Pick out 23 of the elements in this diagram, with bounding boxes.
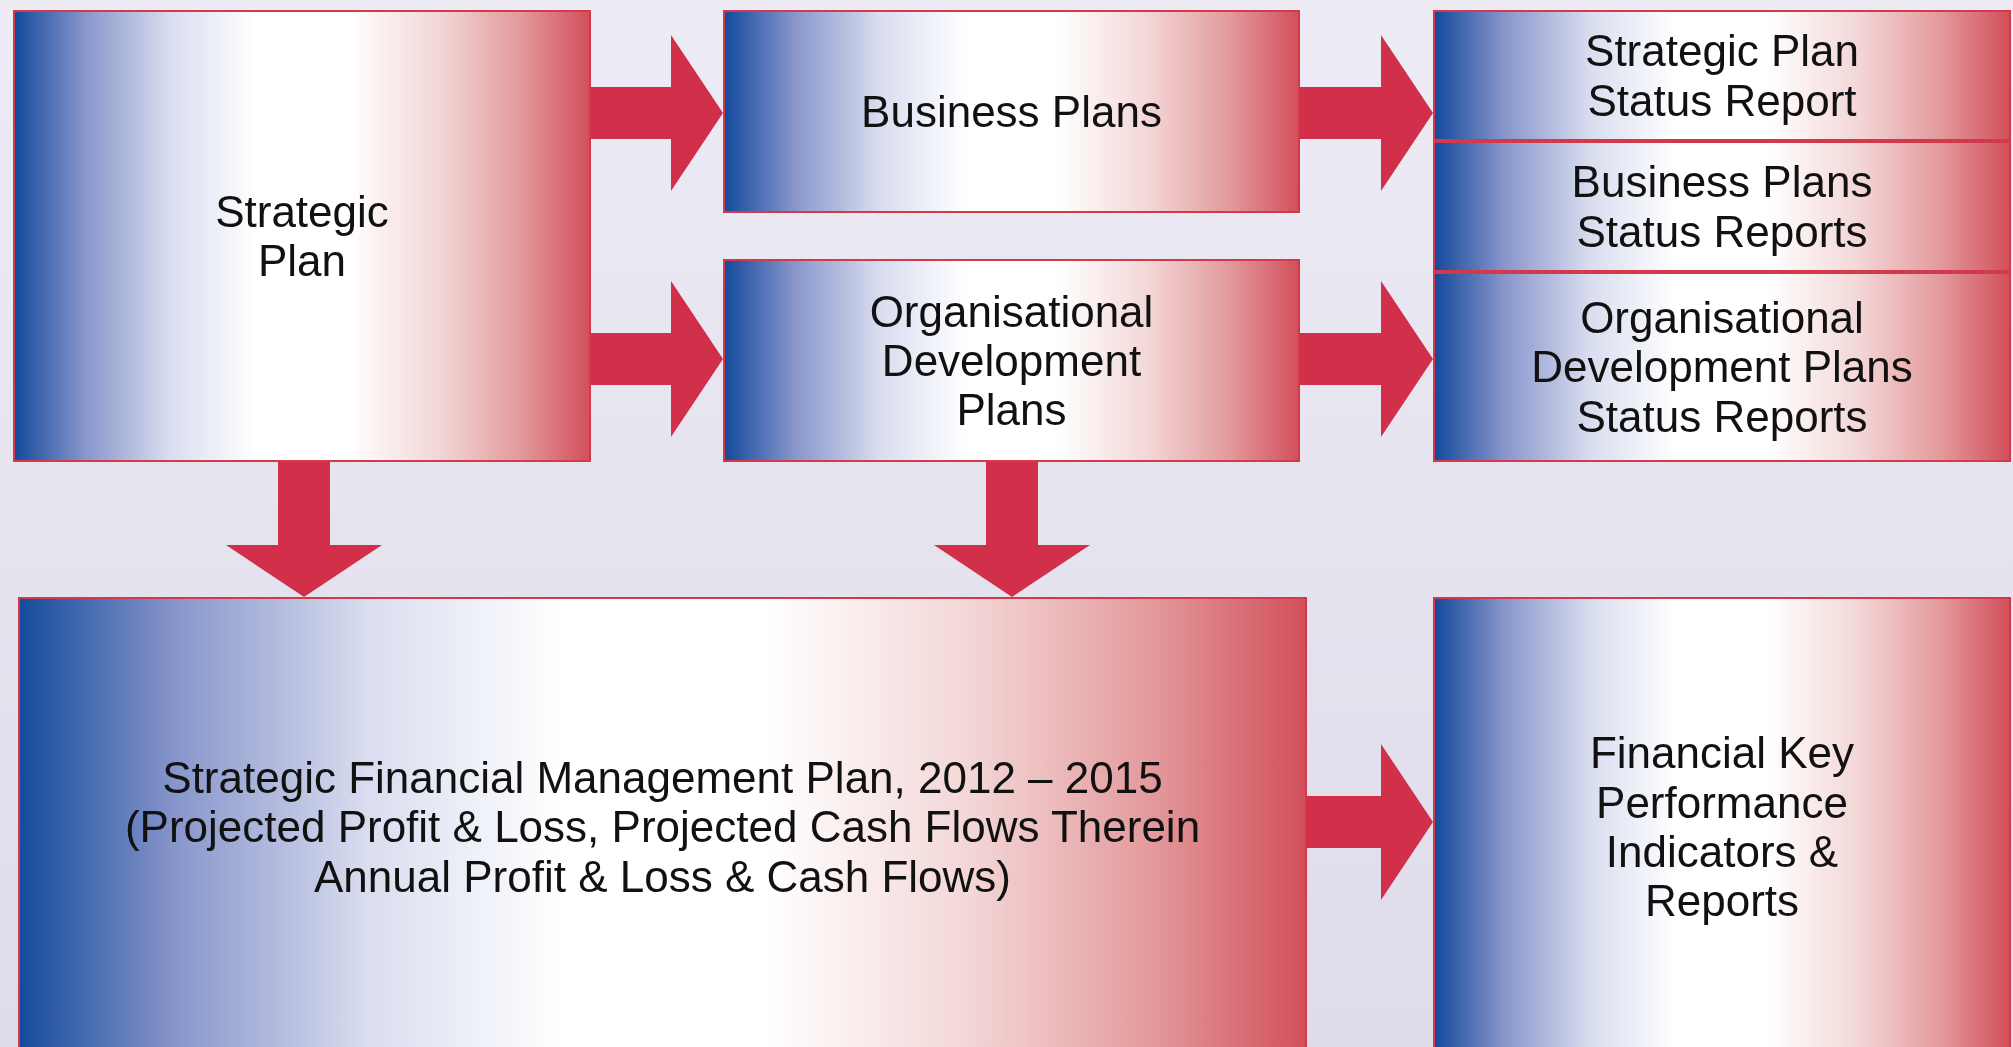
gradient-box	[1433, 272, 2011, 462]
block-arrow	[226, 462, 382, 597]
gradient-box	[1433, 141, 2011, 272]
gradient-box	[723, 259, 1300, 462]
gradient-box	[13, 10, 591, 462]
box-label: Strategic Plan Status Report	[1584, 26, 1860, 125]
gradient-box	[1433, 597, 2011, 1047]
box-label: Business Plans	[861, 86, 1162, 137]
box-label: Strategic Financial Management Plan, 2012 – 2015 (Projected Profit & Loss, Projected Cash Flows Therein Annual Profit & Loss & Cash Flows)	[123, 753, 1202, 901]
box-label: Organisational Development Plans	[868, 286, 1155, 435]
box-label: Financial Key Performance Indicators & Reports	[1588, 728, 1856, 926]
block-arrow	[591, 35, 723, 191]
block-arrow	[1307, 744, 1433, 900]
box-label: Business Plans Status Reports	[1570, 157, 1874, 256]
gradient-box	[1433, 10, 2011, 141]
block-arrow	[591, 281, 723, 437]
box-label: Organisational Development Plans Status Reports	[1530, 293, 1914, 441]
gradient-box	[723, 10, 1300, 213]
block-arrow	[934, 462, 1090, 597]
block-arrow	[1300, 281, 1433, 437]
box-label: Strategic Plan	[214, 186, 390, 286]
gradient-box	[18, 597, 1307, 1047]
block-arrow	[1300, 35, 1433, 191]
